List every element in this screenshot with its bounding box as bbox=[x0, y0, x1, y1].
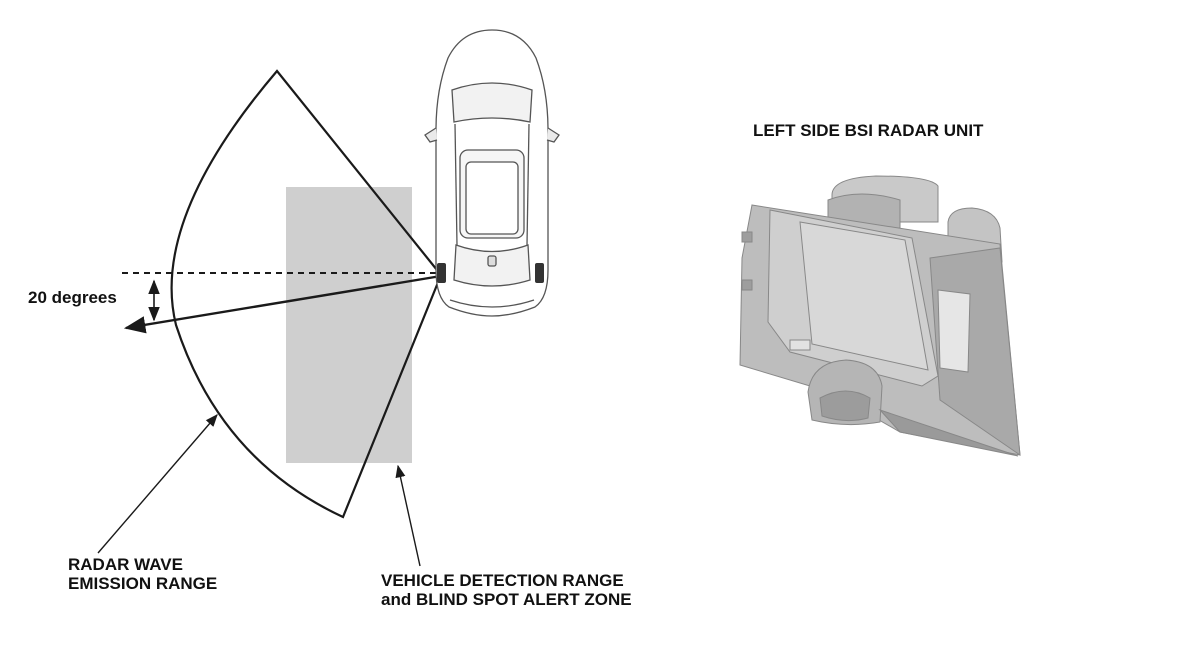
radar-range-label: RADAR WAVE EMISSION RANGE bbox=[68, 555, 217, 593]
detection-label-line-2: and BLIND SPOT ALERT ZONE bbox=[381, 590, 632, 609]
radar-range-label-line-2: EMISSION RANGE bbox=[68, 574, 218, 593]
detection-zone bbox=[286, 187, 412, 463]
radar-range-leader bbox=[97, 414, 218, 554]
detection-label-line-1: VEHICLE DETECTION RANGE bbox=[381, 571, 624, 590]
radar-axis-arrow bbox=[123, 274, 442, 334]
left-radar-sensor bbox=[437, 263, 446, 283]
radar-emission-sector bbox=[170, 69, 443, 519]
radar-range-label-line-1: RADAR WAVE bbox=[68, 555, 183, 574]
detection-label: VEHICLE DETECTION RANGE and BLIND SPOT A… bbox=[381, 571, 632, 609]
car-top-view bbox=[424, 29, 560, 317]
unit-label: LEFT SIDE BSI RADAR UNIT bbox=[753, 121, 984, 140]
right-radar-sensor bbox=[535, 263, 544, 283]
detection-leader bbox=[395, 464, 421, 567]
angle-label: 20 degrees bbox=[28, 288, 117, 307]
bsi-radar-unit-illustration bbox=[739, 175, 1021, 457]
